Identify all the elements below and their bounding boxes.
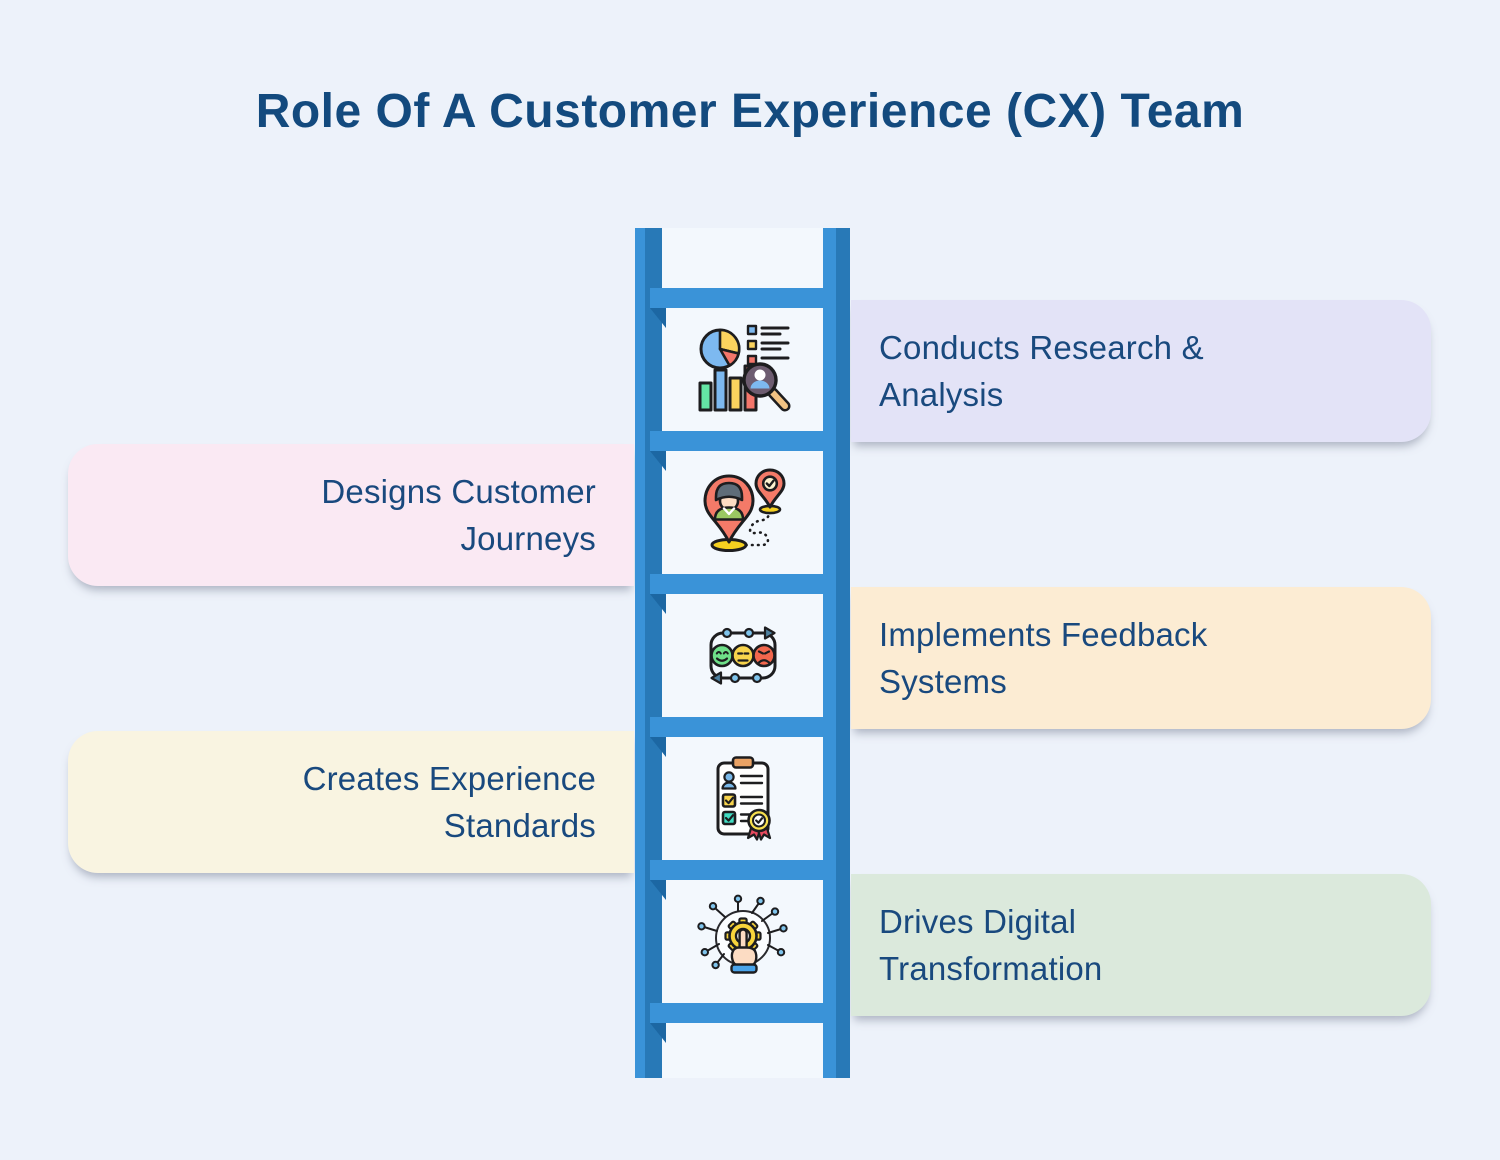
ladder-rung — [650, 860, 836, 880]
customer-journey-icon — [703, 468, 785, 552]
card-label-line: Journeys — [460, 520, 596, 557]
icon-panel — [662, 308, 823, 431]
ladder-rung — [650, 288, 836, 308]
experience-standards-icon — [716, 755, 771, 841]
ladder-rung — [650, 1003, 836, 1023]
card-label-line: Analysis — [879, 376, 1004, 413]
feedback-systems-icon — [709, 625, 776, 685]
card-creates-standards: Creates Experience Standards — [68, 731, 634, 873]
research-analysis-icon — [698, 324, 790, 411]
card-designs-journeys: Designs Customer Journeys — [68, 444, 634, 586]
page-title: Role Of A Customer Experience (CX) Team — [255, 85, 1245, 138]
card-label-line: Systems — [879, 663, 1007, 700]
card-label-line: Standards — [443, 807, 596, 844]
icon-panel — [662, 594, 823, 717]
card-label-line: Implements Feedback — [879, 616, 1208, 653]
card-label-line: Transformation — [879, 950, 1103, 987]
digital-transformation-icon — [696, 894, 788, 974]
ladder-rung — [650, 431, 836, 451]
card-conducts-research: Conducts Research & Analysis — [851, 300, 1431, 442]
card-drives-digital: Drives Digital Transformation — [851, 874, 1431, 1016]
card-label-line: Creates Experience — [302, 760, 596, 797]
icon-panel — [662, 451, 823, 574]
ladder-rung — [650, 574, 836, 594]
ladder-right-rail — [823, 228, 850, 1078]
ladder-rung — [650, 717, 836, 737]
card-label-line: Designs Customer — [321, 473, 596, 510]
card-label-line: Conducts Research & — [879, 329, 1204, 366]
icon-panel — [662, 880, 823, 1003]
card-label-line: Drives Digital — [879, 903, 1077, 940]
card-implements-feedback: Implements Feedback Systems — [851, 587, 1431, 729]
icon-panel — [662, 737, 823, 860]
ladder-left-rail — [635, 228, 662, 1078]
